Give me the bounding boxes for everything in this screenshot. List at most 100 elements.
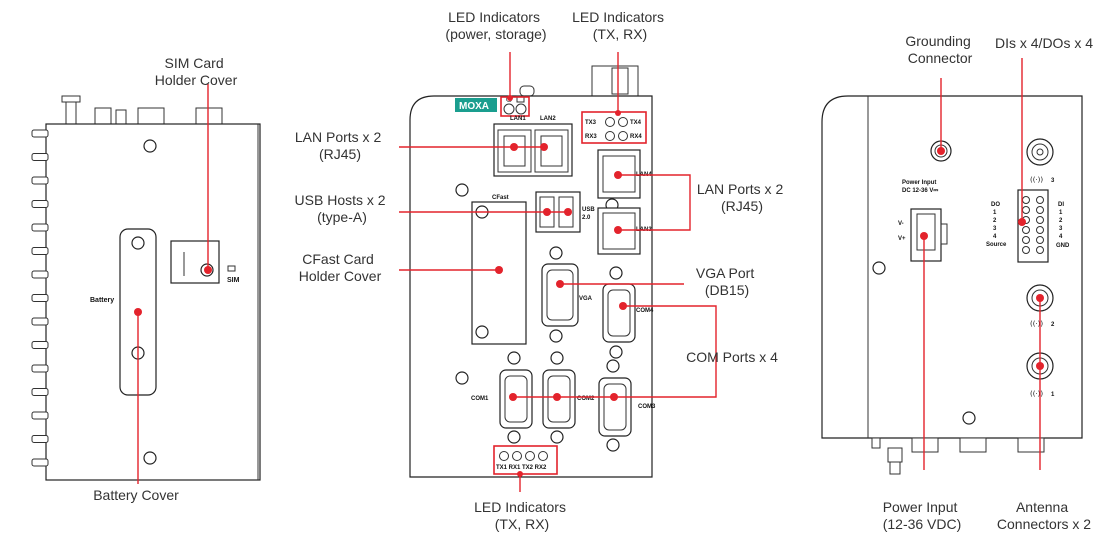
led-power-storage-label: LED Indicators (power, storage)	[445, 9, 546, 42]
cfast-label: CFast Card Holder Cover	[299, 251, 382, 284]
dio-label: DIs x 4/DOs x 4	[995, 35, 1093, 51]
cooling-fin	[31, 294, 49, 302]
screw-icon	[609, 345, 623, 359]
led-storage	[515, 103, 527, 115]
moxa-logo-text: MOXA	[459, 101, 489, 112]
antenna-1-text: 1	[1051, 392, 1055, 398]
tx4-text: TX4	[630, 120, 642, 126]
vga-text: VGA	[579, 296, 593, 302]
v-minus-text: V-	[898, 221, 904, 227]
screw-icon	[143, 451, 157, 465]
do-4-text: 4	[993, 234, 997, 240]
dio-pin	[1036, 216, 1044, 224]
side-top-connectors	[61, 95, 223, 125]
led-txrx-bottom-label: LED Indicators (TX, RX)	[474, 499, 570, 532]
rear-body	[821, 95, 1083, 439]
dio-pin	[1036, 226, 1044, 234]
screw-icon	[549, 329, 563, 343]
rear-view: ((·)) 3 Power Input DC 12-36 V⎓ V- V+ DO…	[821, 95, 1083, 475]
bottom-led-text: TX1 RX1 TX2 RX2	[496, 465, 547, 471]
com3-text: COM3	[638, 404, 656, 410]
led-power	[503, 103, 515, 115]
power-input-label: Power Input (12-36 VDC)	[883, 499, 962, 532]
do-3-text: 3	[993, 226, 997, 232]
power-input-rating: DC 12-36 V⎓	[902, 188, 938, 194]
power-input-title: Power Input	[902, 180, 936, 186]
led-txrx-top-label: LED Indicators (TX, RX)	[572, 9, 668, 42]
battery-cover-label: Battery Cover	[93, 487, 179, 503]
wireless-icon: ((·))	[1030, 176, 1043, 184]
front-body	[409, 95, 653, 478]
usb-hosts-label: USB Hosts x 2 (type-A)	[295, 192, 390, 225]
dio-pin	[1036, 236, 1044, 244]
sim-card-holder-cover	[170, 240, 220, 284]
com4-text: COM4	[636, 308, 654, 314]
grounding-connector-label: Grounding Connector	[905, 33, 974, 66]
sim-card-holder-cover-label: SIM Card Holder Cover	[155, 55, 238, 88]
di-4-text: 4	[1059, 234, 1063, 240]
side-cooling-fins	[31, 129, 49, 467]
di-1-text: 1	[1059, 210, 1063, 216]
lan-1-2-block	[493, 123, 573, 177]
tx3-text: TX3	[585, 120, 597, 126]
dio-pin	[1036, 206, 1044, 214]
v-plus-text: V+	[898, 236, 906, 242]
callout-labels: SIM Card Holder Cover Battery Cover LED …	[93, 9, 1093, 532]
screw-icon	[143, 139, 157, 153]
screw-icon	[962, 411, 976, 425]
sim-text: SIM	[227, 277, 240, 284]
wireless-icon: ((·))	[1030, 320, 1043, 328]
cfast-text: CFast	[492, 195, 509, 201]
screw-icon	[550, 351, 564, 365]
cooling-fin	[31, 270, 49, 279]
antenna-connector-3	[1026, 138, 1054, 166]
lan2-text: LAN2	[540, 116, 556, 122]
vga-port	[541, 263, 579, 327]
antenna-connectors-label: Antenna Connectors x 2	[997, 499, 1091, 532]
cooling-fin	[31, 458, 49, 467]
cooling-fin	[31, 388, 49, 396]
screw-icon	[455, 183, 469, 197]
lan1-text: LAN1	[510, 116, 526, 122]
do-2-text: 2	[993, 218, 997, 224]
cooling-fin	[31, 153, 49, 161]
screw-icon	[507, 430, 521, 444]
lan-left-label: LAN Ports x 2 (RJ45)	[295, 129, 385, 162]
screw-icon	[475, 325, 489, 339]
cooling-fin	[31, 411, 49, 420]
do-1-text: 1	[993, 210, 997, 216]
dio-pin	[1022, 246, 1030, 254]
usb-text: USB	[582, 207, 595, 213]
front-view: MOXA ⏻ TX3 TX4 RX3 RX4 LAN1 LAN2 LAN4 LA…	[409, 65, 656, 478]
com-ports-label: COM Ports x 4	[686, 349, 778, 365]
storage-icon	[516, 95, 525, 103]
led-txrx34-box	[581, 111, 647, 144]
com2-text: COM2	[577, 396, 595, 402]
battery-text: Battery	[90, 297, 114, 304]
cooling-fin	[31, 341, 49, 349]
screw-icon	[549, 246, 563, 260]
lan1-port	[497, 129, 532, 173]
leader-lines	[134, 52, 1044, 492]
dio-pin	[1036, 246, 1044, 254]
lan2-port	[534, 129, 569, 173]
sim-icon	[227, 265, 236, 272]
di-text: DI	[1058, 202, 1064, 208]
di-3-text: 3	[1059, 226, 1063, 232]
dio-pin	[1036, 196, 1044, 204]
do-text: DO	[991, 202, 1000, 208]
com1-text: COM1	[471, 396, 489, 402]
screw-icon	[550, 430, 564, 444]
screw-icon	[507, 351, 521, 365]
cooling-fin	[31, 317, 49, 326]
moxa-logo	[455, 98, 497, 112]
cooling-fin	[31, 176, 49, 185]
cooling-fin	[31, 223, 49, 232]
cooling-fin	[31, 129, 49, 138]
dio-pin	[1022, 226, 1030, 234]
wireless-icon: ((·))	[1030, 390, 1043, 398]
screw-icon	[606, 359, 620, 373]
cooling-fin	[31, 200, 49, 208]
antenna-2-text: 2	[1051, 322, 1055, 328]
